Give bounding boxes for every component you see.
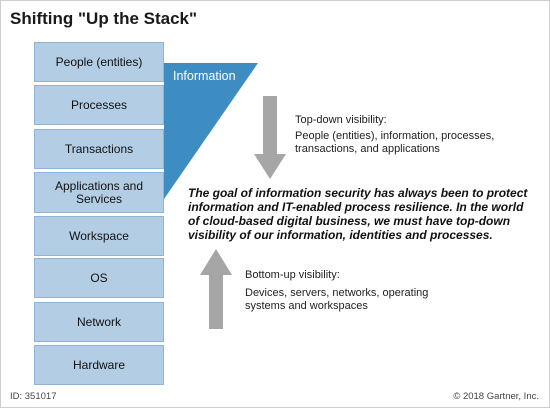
layer-network: Network bbox=[34, 302, 164, 342]
layer-os: OS bbox=[34, 258, 164, 298]
information-label: Information bbox=[173, 69, 236, 83]
slide-title: Shifting "Up the Stack" bbox=[10, 9, 198, 28]
bottom-up-heading: Bottom-up visibility: bbox=[245, 269, 340, 281]
layer-transactions: Transactions bbox=[34, 129, 164, 169]
layer-workspace: Workspace bbox=[34, 216, 164, 256]
down-arrow-icon bbox=[254, 96, 286, 179]
layer-hardware: Hardware bbox=[34, 345, 164, 385]
footer-copyright: © 2018 Gartner, Inc. bbox=[453, 391, 539, 402]
layer-people: People (entities) bbox=[34, 42, 164, 82]
goal-statement: The goal of information security has alw… bbox=[188, 186, 528, 242]
layer-processes: Processes bbox=[34, 85, 164, 125]
footer-id: ID: 351017 bbox=[10, 391, 57, 402]
bottom-up-body: Devices, servers, networks, operating sy… bbox=[245, 287, 429, 312]
up-arrow-icon bbox=[200, 249, 232, 329]
layer-applications-services: Applications and Services bbox=[34, 172, 164, 213]
top-down-heading: Top-down visibility: bbox=[295, 114, 387, 126]
top-down-body: People (entities), information, processe… bbox=[295, 130, 495, 155]
